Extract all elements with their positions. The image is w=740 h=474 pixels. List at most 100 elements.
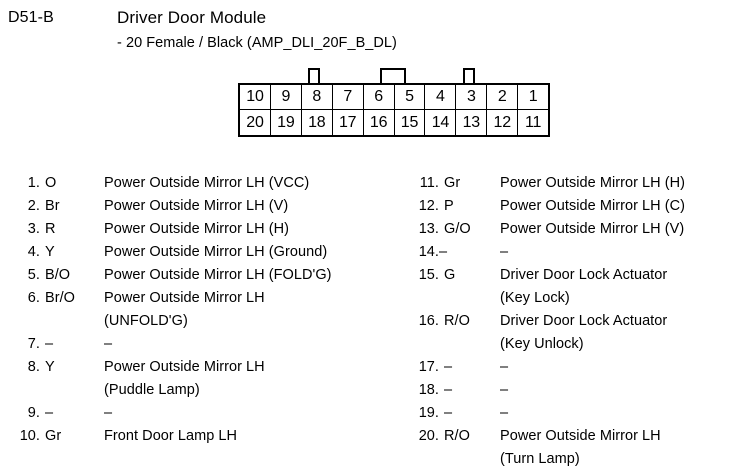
pin-cell-15: 15 bbox=[394, 110, 426, 135]
pin-description-continued: (Turn Lamp) bbox=[500, 451, 580, 467]
pin-label: 7.– bbox=[14, 333, 104, 356]
pin-entry-7: 7.–– bbox=[14, 333, 404, 356]
pin-number: 20. bbox=[418, 428, 439, 444]
pin-entry-19: 19.–– bbox=[413, 402, 738, 425]
pin-cell-20: 20 bbox=[240, 110, 271, 135]
pin-cell-18: 18 bbox=[301, 110, 333, 135]
pin-cell-11: 11 bbox=[518, 110, 549, 135]
connector-code: D51-B bbox=[8, 9, 54, 26]
pin-cell-2: 2 bbox=[487, 85, 519, 110]
pin-number: 8. bbox=[27, 359, 40, 375]
connector-spec-subtitle: - 20 Female / Black (AMP_DLI_20F_B_DL) bbox=[117, 35, 397, 51]
pin-description: Front Door Lamp LH bbox=[104, 428, 238, 444]
pin-number: 2. bbox=[27, 198, 40, 214]
pin-number: 1. bbox=[27, 175, 40, 191]
pin-description: Power Outside Mirror LH (V) bbox=[500, 221, 685, 237]
pin-cell-6: 6 bbox=[363, 85, 395, 110]
latch-tab-left bbox=[308, 68, 320, 84]
pin-label: 16. R/O bbox=[413, 310, 500, 333]
pin-label: 5. B/O bbox=[14, 264, 104, 287]
pin-number: 5. bbox=[27, 267, 40, 283]
pin-description: – bbox=[104, 405, 113, 421]
pin-wire-color: Gr bbox=[444, 175, 461, 191]
pin-description: Driver Door Lock Actuator bbox=[500, 313, 668, 329]
pin-label: 9.– bbox=[14, 402, 104, 425]
pin-label: 10.Gr bbox=[14, 425, 104, 448]
pin-cell-4: 4 bbox=[425, 85, 457, 110]
pin-entry-5: 5. B/O Power Outside Mirror LH (FOLD'G) bbox=[14, 264, 404, 287]
pin-label: 4. Y bbox=[14, 241, 104, 264]
pin-number: 12. bbox=[418, 198, 439, 214]
pin-wire-color: R/O bbox=[444, 313, 470, 329]
pin-description: Power Outside Mirror LH (C) bbox=[500, 198, 686, 214]
pin-wire-color: – bbox=[444, 405, 453, 421]
pin-description: Power Outside Mirror LH bbox=[104, 290, 265, 306]
pin-wire-color: Y bbox=[45, 244, 55, 260]
pin-cell-14: 14 bbox=[425, 110, 457, 135]
pin-description: Power Outside Mirror LH (Ground) bbox=[104, 244, 328, 260]
pin-legend-column-right: 11. Gr Power Outside Mirror LH (H) 12. P Powe… bbox=[413, 172, 738, 471]
pin-wire-color: G bbox=[444, 267, 456, 283]
pin-label: 6.Br/O bbox=[14, 287, 104, 310]
pin-number: 7. bbox=[27, 336, 40, 352]
pin-wire-color: R bbox=[45, 221, 56, 237]
pin-wire-color: O bbox=[45, 175, 57, 191]
pin-description: Power Outside Mirror LH (H) bbox=[500, 175, 686, 191]
pin-cell-10: 10 bbox=[240, 85, 271, 110]
pin-cell-13: 13 bbox=[456, 110, 488, 135]
pin-description-continued: (Puddle Lamp) bbox=[104, 382, 200, 398]
pin-cell-7: 7 bbox=[332, 85, 364, 110]
pin-cell-12: 12 bbox=[487, 110, 519, 135]
pin-wire-color: – bbox=[439, 244, 448, 260]
pin-entry-17: 17.–– bbox=[413, 356, 738, 379]
latch-tab-right bbox=[463, 68, 475, 84]
pin-entry-1: 1. O Power Outside Mirror LH (VCC) bbox=[14, 172, 404, 195]
pin-number: 17. bbox=[418, 359, 439, 375]
header-block: D51-B Driver Door Module - 20 Female / B… bbox=[0, 0, 740, 66]
pin-label: 12. P bbox=[413, 195, 500, 218]
pin-number: 4. bbox=[27, 244, 40, 260]
pin-wire-color: – bbox=[45, 336, 54, 352]
pin-entry-12: 12. P Power Outside Mirror LH (C) bbox=[413, 195, 738, 218]
pin-number: 6. bbox=[27, 290, 40, 306]
pin-entry-4: 4. Y Power Outside Mirror LH (Ground) bbox=[14, 241, 404, 264]
latch-tab-center bbox=[380, 68, 406, 84]
pin-description: Power Outside Mirror LH (FOLD'G) bbox=[104, 267, 332, 283]
pin-description: Power Outside Mirror LH (VCC) bbox=[104, 175, 310, 191]
pin-entry-11: 11. Gr Power Outside Mirror LH (H) bbox=[413, 172, 738, 195]
pin-description: Power Outside Mirror LH bbox=[104, 359, 265, 375]
pin-wire-color: B/O bbox=[45, 267, 71, 283]
pin-cell-9: 9 bbox=[270, 85, 302, 110]
pin-number: 11. bbox=[419, 175, 439, 191]
pin-cell-3: 3 bbox=[456, 85, 488, 110]
pin-label: 18.– bbox=[413, 379, 500, 402]
pin-description: Driver Door Lock Actuator bbox=[500, 267, 668, 283]
pin-description: Power Outside Mirror LH (V) bbox=[104, 198, 289, 214]
pin-cell-1: 1 bbox=[518, 85, 549, 110]
pin-description: – bbox=[500, 382, 509, 398]
pin-wire-color: Br bbox=[45, 198, 60, 214]
pin-number: 19. bbox=[418, 405, 439, 421]
pin-number: 3. bbox=[27, 221, 40, 237]
pin-label: 11. Gr bbox=[413, 172, 500, 195]
pin-label: 15.G bbox=[413, 264, 500, 287]
pin-label: 13.G/O bbox=[413, 218, 500, 241]
pin-number: 18. bbox=[418, 382, 439, 398]
pin-description: – bbox=[500, 359, 509, 375]
pin-wire-color: – bbox=[45, 405, 54, 421]
pin-wire-color: P bbox=[444, 198, 454, 214]
pin-label: 14.– bbox=[413, 241, 500, 264]
pin-number: 16. bbox=[418, 313, 439, 329]
pin-label: 19.– bbox=[413, 402, 500, 425]
pin-wire-color: – bbox=[444, 359, 453, 375]
pin-wire-color: – bbox=[444, 382, 453, 398]
pin-label: 1. O bbox=[14, 172, 104, 195]
